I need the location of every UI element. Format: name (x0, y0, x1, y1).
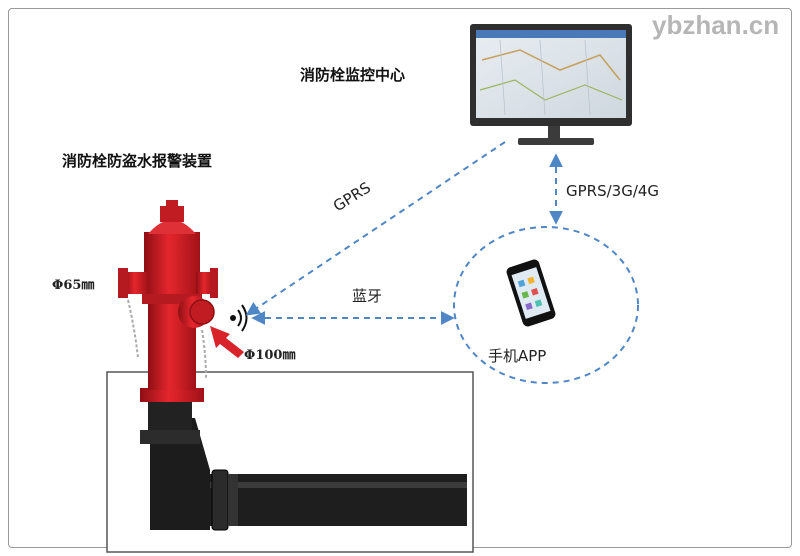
monitor-icon (470, 24, 632, 145)
wireless-signal-icon (230, 304, 248, 332)
phone-app-label: 手机APP (488, 347, 547, 365)
fire-hydrant (118, 200, 218, 402)
outlet-small-dimension: Φ65㎜ (52, 278, 95, 293)
cellular-link-label: GPRS/3G/4G (566, 182, 660, 200)
phone-icon (506, 259, 556, 327)
device-title: 消防栓防盗水报警装置 (62, 152, 213, 170)
outlet-pointer-arrow (210, 326, 244, 358)
watermark-text: ybzhan.cn (652, 10, 780, 40)
underground-pipe (140, 400, 467, 531)
monitoring-center-title: 消防栓监控中心 (300, 66, 406, 84)
phone-zone-circle (453, 226, 639, 384)
outlet-large-dimension: Φ100㎜ (244, 348, 296, 363)
gprs-link-line (245, 141, 506, 316)
bluetooth-link-label: 蓝牙 (352, 287, 383, 305)
